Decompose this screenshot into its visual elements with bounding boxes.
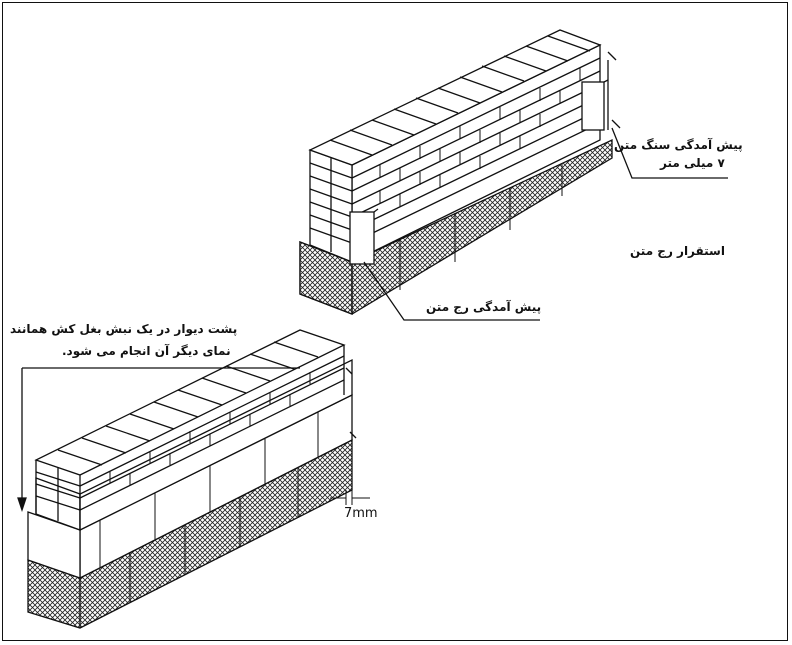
label-dimension-7mm: 7mm: [344, 506, 378, 521]
bottom-leader: [17, 367, 300, 513]
label-course-placement: استقرار رج متن: [630, 244, 725, 258]
bottom-wall-facing: [27, 393, 353, 580]
label-stone-projection: پیش آمدگی سنگ متن: [614, 138, 743, 152]
top-wall: [299, 29, 621, 315]
bottom-wall-bricks: [34, 329, 353, 532]
label-backwall-note-line2: نمای دیگر آن انجام می شود.: [62, 344, 231, 358]
label-stone-projection-size: ۷ میلی متر: [660, 156, 725, 170]
label-course-projection: پیش آمدگی رج متن: [426, 300, 542, 314]
top-wall-face: [308, 29, 609, 265]
top-leaders: [363, 127, 728, 321]
bottom-wall: [27, 329, 370, 629]
label-backwall-note-line1: پشت دیوار در یک نبش بغل کش همانند: [10, 322, 238, 336]
